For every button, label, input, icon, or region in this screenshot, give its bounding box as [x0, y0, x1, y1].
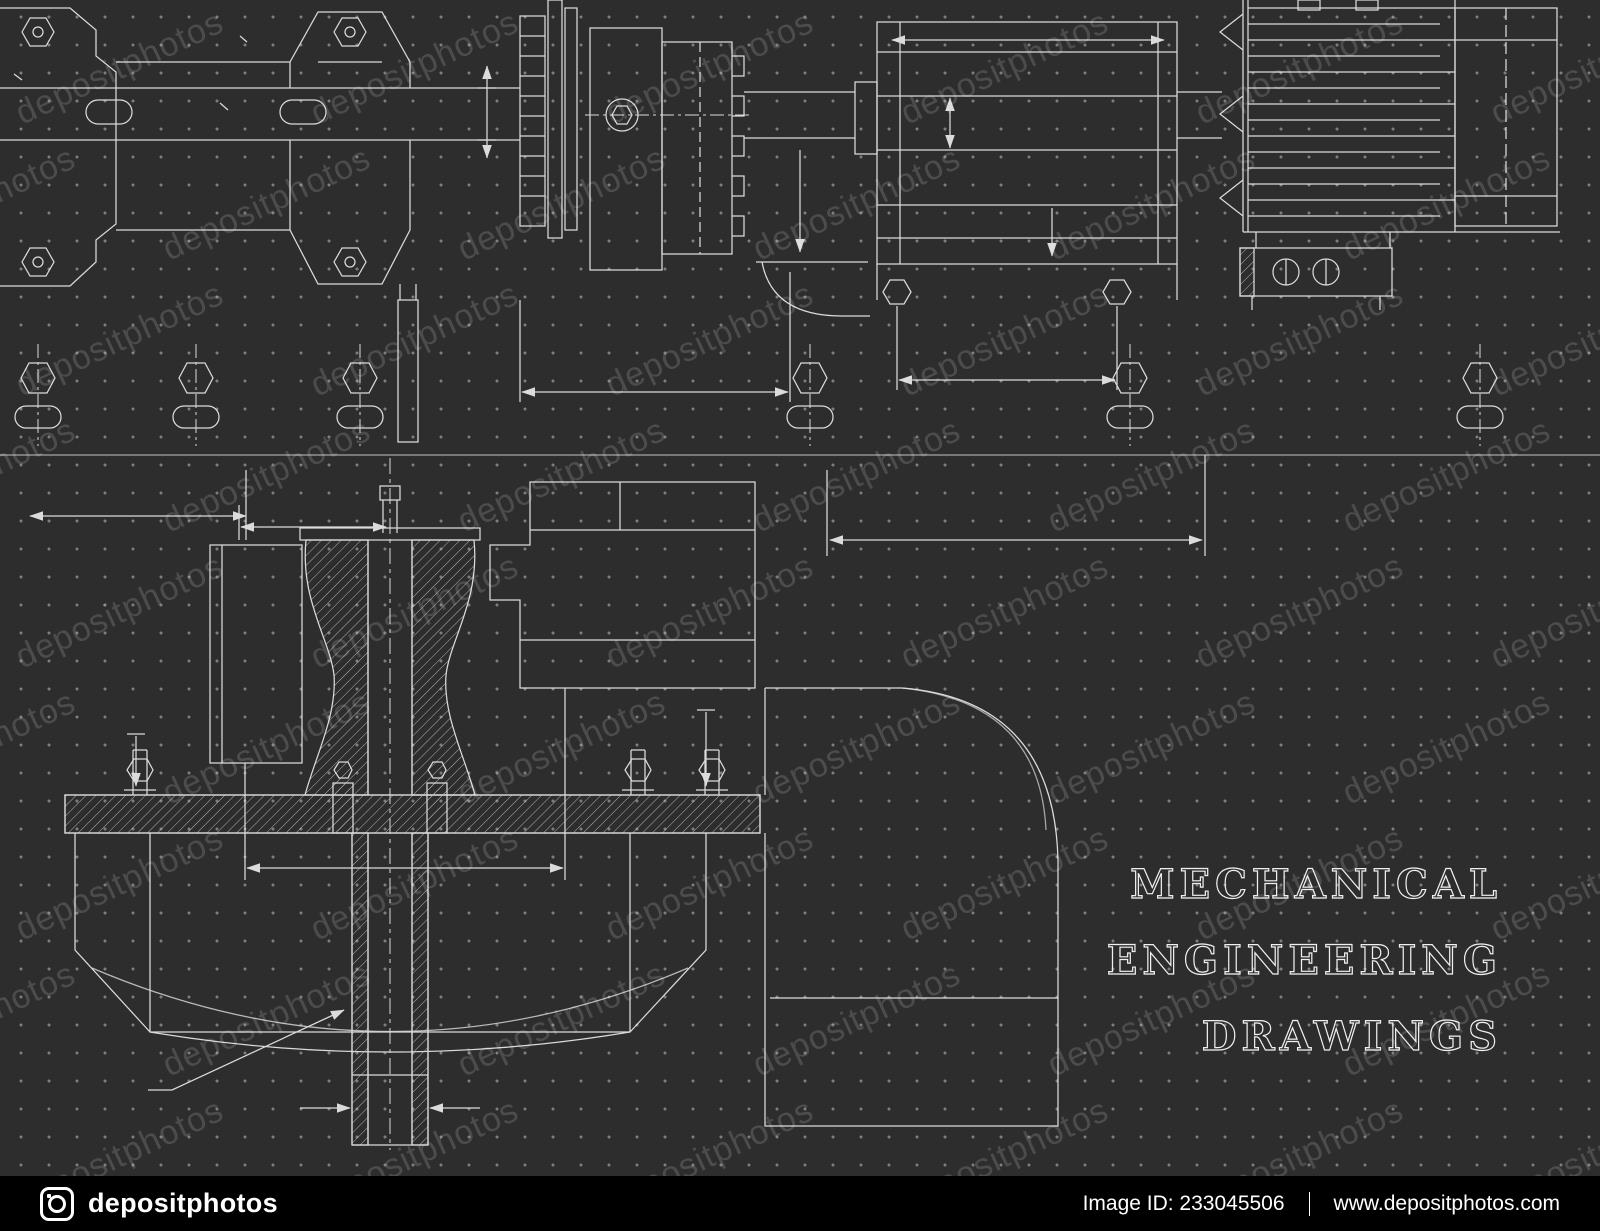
drawing-linework	[0, 0, 1600, 1150]
footer-divider	[1308, 1191, 1310, 1216]
drawing-title: MECHANICAL ENGINEERING DRAWINGS	[1106, 860, 1502, 1060]
blueprint-canvas: MECHANICAL ENGINEERING DRAWINGS	[0, 0, 1600, 1150]
blueprint-drawing: MECHANICAL ENGINEERING DRAWINGS	[0, 0, 1600, 1150]
footer-info-group: Image ID: 233045506 www.depositphotos.co…	[1082, 1191, 1560, 1216]
website-url-text: www.depositphotos.com	[1333, 1191, 1560, 1215]
title-line-3: DRAWINGS	[1202, 1013, 1502, 1060]
camera-lens-icon	[48, 1194, 66, 1213]
footer-brand-text: depositphotos	[88, 1188, 278, 1218]
camera-flash-dot-icon	[47, 1193, 51, 1198]
footer-bar: depositphotos Image ID: 233045506 www.de…	[0, 1176, 1600, 1231]
title-line-1: MECHANICAL	[1130, 861, 1502, 908]
title-line-2: ENGINEERING	[1107, 937, 1502, 984]
footer-brand-group: depositphotos	[40, 1186, 278, 1221]
depositphotos-logo-icon	[40, 1186, 74, 1221]
image-id-text: Image ID: 233045506	[1082, 1191, 1285, 1215]
